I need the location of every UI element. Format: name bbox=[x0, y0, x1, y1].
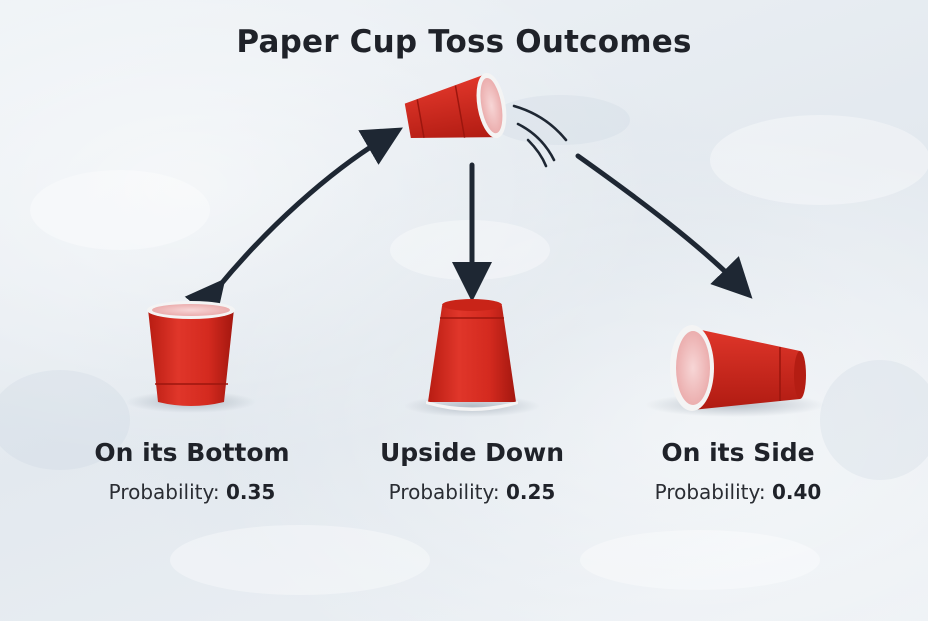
arrow-bottom-double bbox=[184, 127, 403, 323]
probability-line: Probability: 0.40 bbox=[608, 479, 868, 505]
probability-line: Probability: 0.35 bbox=[62, 479, 322, 505]
outcome-name-label: On its Side bbox=[661, 438, 815, 467]
outcome-name-label: Upside Down bbox=[379, 438, 565, 467]
probability-line: Probability: 0.25 bbox=[342, 479, 602, 505]
probability-value: 0.25 bbox=[506, 480, 556, 504]
arrows-group bbox=[184, 127, 753, 323]
arrow-side bbox=[575, 153, 753, 299]
outcome-bottom: On its Bottom Probability: 0.35 bbox=[62, 438, 322, 505]
probability-label: Probability: bbox=[108, 480, 220, 504]
outcome-name-label: On its Bottom bbox=[94, 438, 290, 467]
diagram-title: Paper Cup Toss Outcomes bbox=[236, 24, 692, 60]
outcome-side: On its Side Probability: 0.40 bbox=[608, 438, 868, 505]
probability-label: Probability: bbox=[388, 480, 500, 504]
side-cup-icon bbox=[645, 325, 825, 417]
upright-cup-icon bbox=[126, 301, 256, 413]
probability-label: Probability: bbox=[654, 480, 766, 504]
probability-value: 0.40 bbox=[772, 480, 822, 504]
outcome-upside-down: Upside Down Probability: 0.25 bbox=[342, 438, 602, 505]
tossed-cup-icon bbox=[404, 72, 507, 139]
motion-lines-icon bbox=[512, 104, 568, 168]
inverted-cup-icon bbox=[404, 299, 540, 417]
probability-value: 0.35 bbox=[226, 480, 276, 504]
